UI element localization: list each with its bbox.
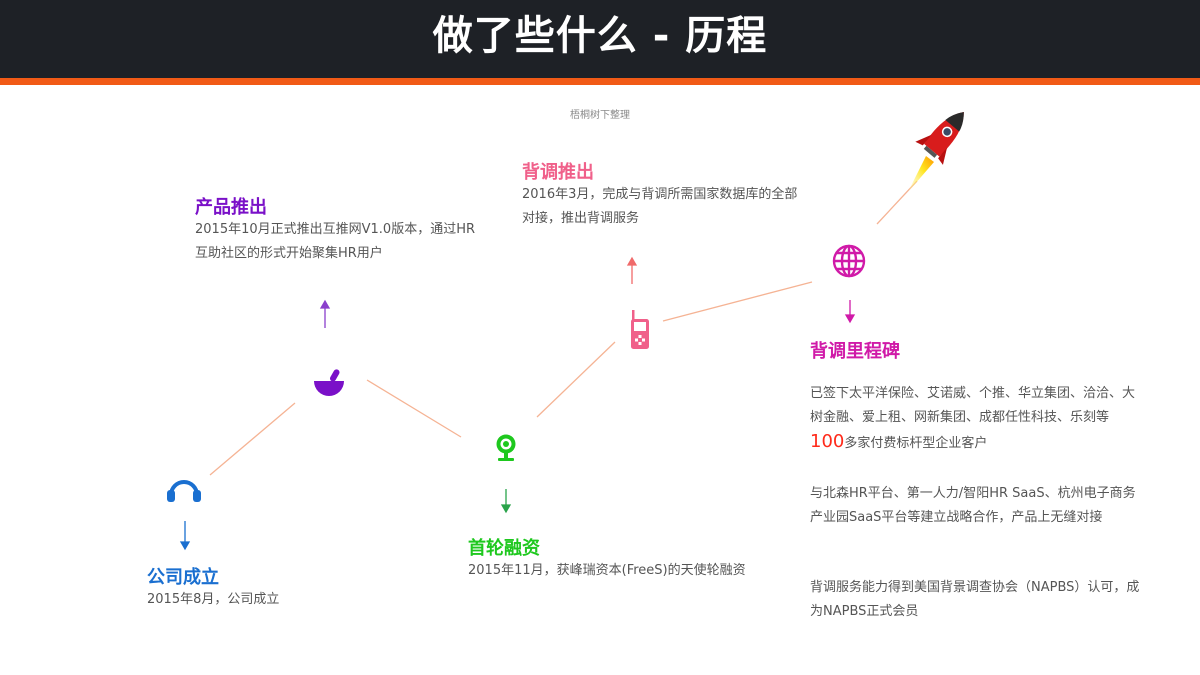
milestone-paragraph-napbs: 背调服务能力得到美国背景调查协会（NAPBS）认可，成为NAPBS正式会员 [810, 580, 1140, 619]
milestone-clients-before: 已签下太平洋保险、艾诺威、个推、华立集团、洽洽、大树金融、爱上租、网新集团、成都… [810, 386, 1136, 425]
arrow-down-milestone [844, 300, 856, 324]
timeline-text-company-founded: 2015年8月，公司成立 [147, 592, 280, 607]
headphones-icon [167, 480, 201, 502]
milestone-clients-after: 多家付费标杆型企业客户 [844, 436, 988, 451]
mortar-pestle-icon [314, 369, 344, 396]
arrow-up-product [319, 299, 331, 328]
arrow-down-funding [500, 489, 512, 514]
milestone-paragraph-clients: 已签下太平洋保险、艾诺威、个推、华立集团、洽洽、大树金融、爱上租、网新集团、成都… [810, 382, 1140, 456]
timeline-text-product-launch: 2015年10月正式推出互推网V1.0版本，通过HR互助社区的形式开始聚集HR用… [195, 222, 476, 261]
mobile-phone-icon [631, 310, 649, 349]
timeline-title-product-launch: 产品推出 [195, 197, 267, 218]
rocket-icon [908, 111, 964, 192]
timeline-text-first-funding: 2015年11月，获峰瑞资本(FreeS)的天使轮融资 [468, 563, 746, 578]
page-title: 做了些什么 - 历程 [432, 13, 768, 59]
subtitle: 梧桐树下整理 [570, 110, 630, 121]
timeline-title-company-founded: 公司成立 [147, 567, 219, 588]
arrow-up-bgcheck [626, 256, 638, 284]
timeline-text-background-check-launch: 2016年3月，完成与背调所需国家数据库的全部对接，推出背调服务 [522, 187, 798, 226]
webcam-icon [496, 434, 516, 461]
arrow-down-company [179, 521, 191, 551]
header-accent-stripe [0, 78, 1200, 85]
globe-icon [832, 244, 866, 278]
timeline-title-background-check-launch: 背调推出 [522, 162, 594, 183]
header-bar [0, 0, 1200, 78]
timeline-title-milestones: 背调里程碑 [810, 341, 900, 362]
milestone-paragraph-partnerships: 与北森HR平台、第一人力/智阳HR SaaS、杭州电子商务产业园SaaS平台等建… [810, 486, 1136, 525]
timeline-title-first-funding: 首轮融资 [468, 538, 540, 559]
milestone-clients-count: 100 [810, 431, 845, 452]
